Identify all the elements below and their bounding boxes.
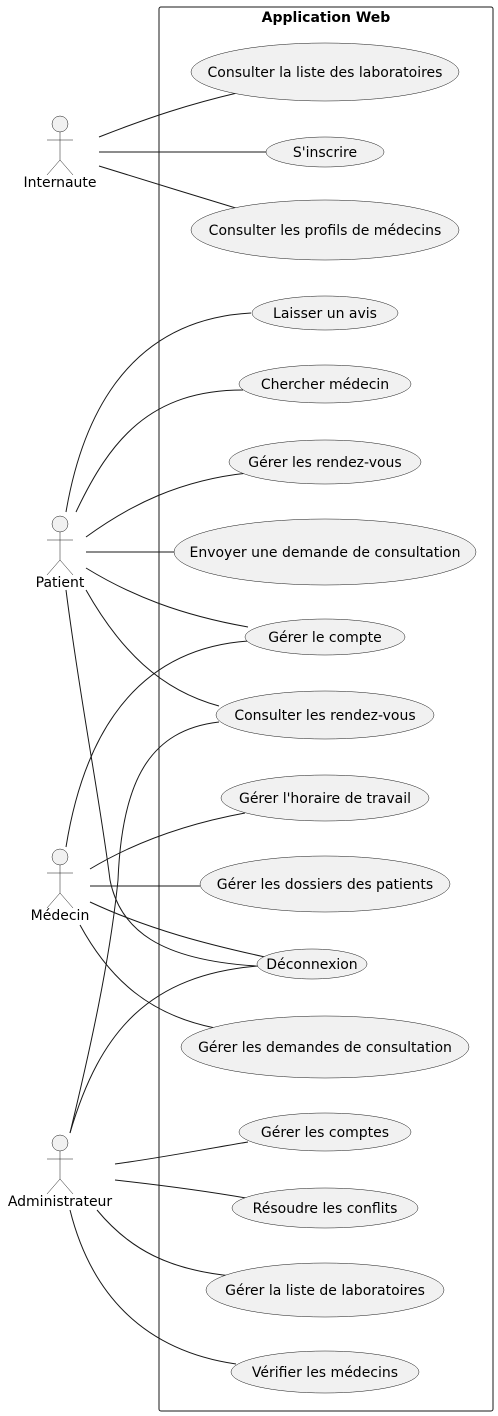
use-case-deconnexion: Déconnexion [256, 948, 368, 980]
link-admin-uc15 [114, 1179, 247, 1199]
link-patient-uc6 [85, 472, 249, 538]
use-case-gerer-compte: Gérer le compte [244, 618, 406, 656]
use-case-laisser-avis: Laisser un avis [251, 295, 399, 331]
link-patient-uc8 [85, 567, 249, 628]
system-title: Application Web [262, 10, 391, 26]
use-case-gerer-comptes: Gérer les comptes [238, 1112, 412, 1152]
link-medecin-uc10 [89, 812, 246, 870]
use-case-label: Gérer les rendez-vous [248, 455, 401, 471]
use-case-label: Chercher médecin [261, 377, 389, 393]
link-admin-uc17 [69, 1209, 237, 1365]
use-case-gerer-demandes-consultation: Gérer les demandes de consultation [180, 1015, 470, 1079]
link-medecin-uc12 [89, 901, 266, 958]
use-case-gerer-rendez-vous: Gérer les rendez-vous [228, 439, 422, 485]
actor-head [51, 115, 69, 133]
actor-patient: Patient [36, 515, 85, 591]
use-case-label: Gérer les comptes [261, 1125, 389, 1141]
link-patient-uc12 [65, 589, 257, 967]
use-case-label: Consulter la liste des laboratoires [208, 65, 443, 81]
actor-label: Patient [36, 575, 85, 591]
actor-head [51, 848, 69, 866]
use-cases: Consulter la liste des laboratoires S'in… [173, 42, 477, 1394]
use-case-label: Laisser un avis [273, 306, 377, 322]
use-case-label: Envoyer une demande de consultation [189, 545, 460, 561]
actor-administrateur: Administrateur [8, 1134, 113, 1210]
use-case-gerer-horaire-travail: Gérer l'horaire de travail [220, 774, 430, 822]
use-case-sinscrire: S'inscrire [265, 136, 385, 168]
link-admin-uc9 [69, 721, 220, 1134]
use-case-label: Vérifier les médecins [252, 1365, 398, 1381]
use-case-gerer-dossiers-patients: Gérer les dossiers des patients [199, 855, 451, 913]
link-admin-uc12 [69, 965, 259, 1134]
use-case-chercher-medecin: Chercher médecin [238, 364, 412, 404]
link-patient-uc9 [85, 589, 220, 707]
actor-body [46, 132, 74, 176]
link-internaute-uc1 [98, 92, 238, 138]
link-patient-uc5 [75, 389, 244, 513]
associations [65, 92, 266, 1365]
system-boundary [158, 6, 494, 1412]
actor-label: Internaute [23, 175, 96, 191]
actor-internaute: Internaute [23, 115, 97, 191]
link-medecin-uc8 [65, 640, 249, 848]
use-case-consulter-profils-medecins: Consulter les profils de médecins [190, 199, 460, 261]
actor-label: Administrateur [8, 1194, 113, 1210]
use-case-label: Consulter les rendez-vous [234, 708, 415, 724]
actor-head [51, 515, 69, 533]
use-case-label: Gérer les dossiers des patients [217, 877, 433, 893]
link-admin-uc14 [114, 1141, 249, 1165]
use-case-gerer-liste-laboratoires: Gérer la liste de laboratoires [205, 1262, 445, 1318]
use-case-label: Consulter les profils de médecins [209, 223, 442, 239]
actor-head [51, 1134, 69, 1152]
use-case-consulter-rendez-vous: Consulter les rendez-vous [215, 690, 435, 740]
use-case-label: S'inscrire [293, 145, 357, 161]
link-admin-uc16 [96, 1209, 233, 1277]
use-case-label: Gérer les demandes de consultation [198, 1040, 452, 1056]
actor-medecin: Médecin [31, 848, 90, 924]
use-case-label: Déconnexion [266, 957, 357, 973]
actor-label: Médecin [31, 908, 90, 924]
actor-body [46, 1151, 74, 1195]
actor-body [46, 865, 74, 909]
use-case-label: Gérer le compte [268, 630, 382, 646]
use-case-label: Résoudre les conflits [253, 1201, 398, 1217]
use-case-envoyer-demande-consultation: Envoyer une demande de consultation [173, 518, 477, 586]
link-medecin-uc13 [79, 924, 216, 1029]
link-patient-uc4 [65, 312, 252, 513]
use-case-verifier-medecins: Vérifier les médecins [230, 1350, 420, 1394]
use-case-consulter-liste-laboratoires: Consulter la liste des laboratoires [190, 42, 460, 102]
use-case-label: Gérer la liste de laboratoires [225, 1283, 425, 1299]
actor-body [46, 532, 74, 576]
link-internaute-uc3 [98, 165, 240, 210]
use-case-label: Gérer l'horaire de travail [239, 791, 411, 807]
use-case-resoudre-conflits: Résoudre les conflits [231, 1187, 419, 1229]
